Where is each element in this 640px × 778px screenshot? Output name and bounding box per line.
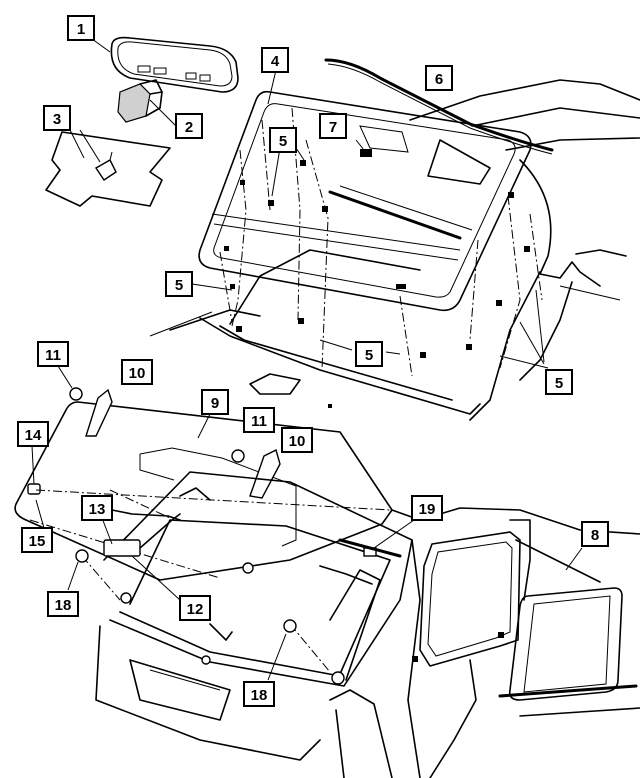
callout-label: 19 (419, 501, 436, 518)
callout-10: 10 (121, 359, 153, 385)
callout-11: 11 (37, 341, 69, 367)
callout-13: 13 (81, 495, 113, 521)
callout-7: 7 (319, 113, 347, 139)
callout-label: 18 (55, 597, 72, 614)
callout-4: 4 (261, 47, 289, 73)
callout-19: 19 (411, 495, 443, 521)
callout-9: 9 (201, 389, 229, 415)
windshield-alignment-lines (219, 107, 543, 377)
callout-label: 5 (279, 133, 287, 150)
callout-label: 2 (185, 119, 193, 136)
callout-label: 1 (77, 21, 85, 38)
callout-12: 12 (179, 595, 211, 621)
callout-6: 6 (425, 65, 453, 91)
callout-label: 5 (175, 277, 183, 294)
callout-label: 11 (45, 347, 61, 364)
callout-15: 15 (21, 527, 53, 553)
callout-5: 5 (269, 127, 297, 153)
callout-label: 13 (89, 501, 106, 518)
callout-label: 18 (251, 687, 268, 704)
rearview-mirror (110, 36, 239, 123)
leader-lines (31, 35, 583, 681)
callout-label: 10 (129, 365, 146, 382)
callout-10: 10 (281, 427, 313, 453)
callout-label: 3 (53, 111, 61, 128)
callout-label: 5 (365, 347, 373, 364)
callout-label: 6 (435, 71, 443, 88)
callout-label: 15 (29, 533, 46, 550)
callout-8: 8 (581, 521, 609, 547)
callout-18: 18 (243, 681, 275, 707)
callout-5: 5 (355, 341, 383, 367)
callout-label: 8 (591, 527, 599, 544)
callout-2: 2 (175, 113, 203, 139)
callout-label: 9 (211, 395, 219, 412)
callout-14: 14 (17, 421, 49, 447)
callout-label: 12 (187, 601, 204, 618)
liftgate-glass (14, 387, 393, 581)
callout-label: 4 (271, 53, 280, 70)
callout-label: 11 (251, 413, 267, 430)
windshield-clips (224, 160, 530, 358)
callout-label: 5 (555, 375, 563, 392)
callout-label: 14 (25, 427, 42, 444)
glass-bumpers (75, 549, 297, 633)
mirror-button-patch (45, 131, 171, 207)
callout-18: 18 (47, 591, 79, 617)
liftgate-body (95, 471, 413, 761)
callout-5: 5 (165, 271, 193, 297)
callout-1: 1 (67, 15, 95, 41)
callout-5: 5 (545, 369, 573, 395)
liftgate-alignment-lines (29, 489, 391, 673)
vehicle-body-front (149, 79, 640, 421)
quarter-glass (508, 587, 623, 701)
callout-3: 3 (43, 105, 71, 131)
callout-label: 10 (289, 433, 306, 450)
callout-11: 11 (243, 407, 275, 433)
callout-label: 7 (329, 119, 337, 136)
vehicle-body-rear-quarter (329, 507, 640, 778)
